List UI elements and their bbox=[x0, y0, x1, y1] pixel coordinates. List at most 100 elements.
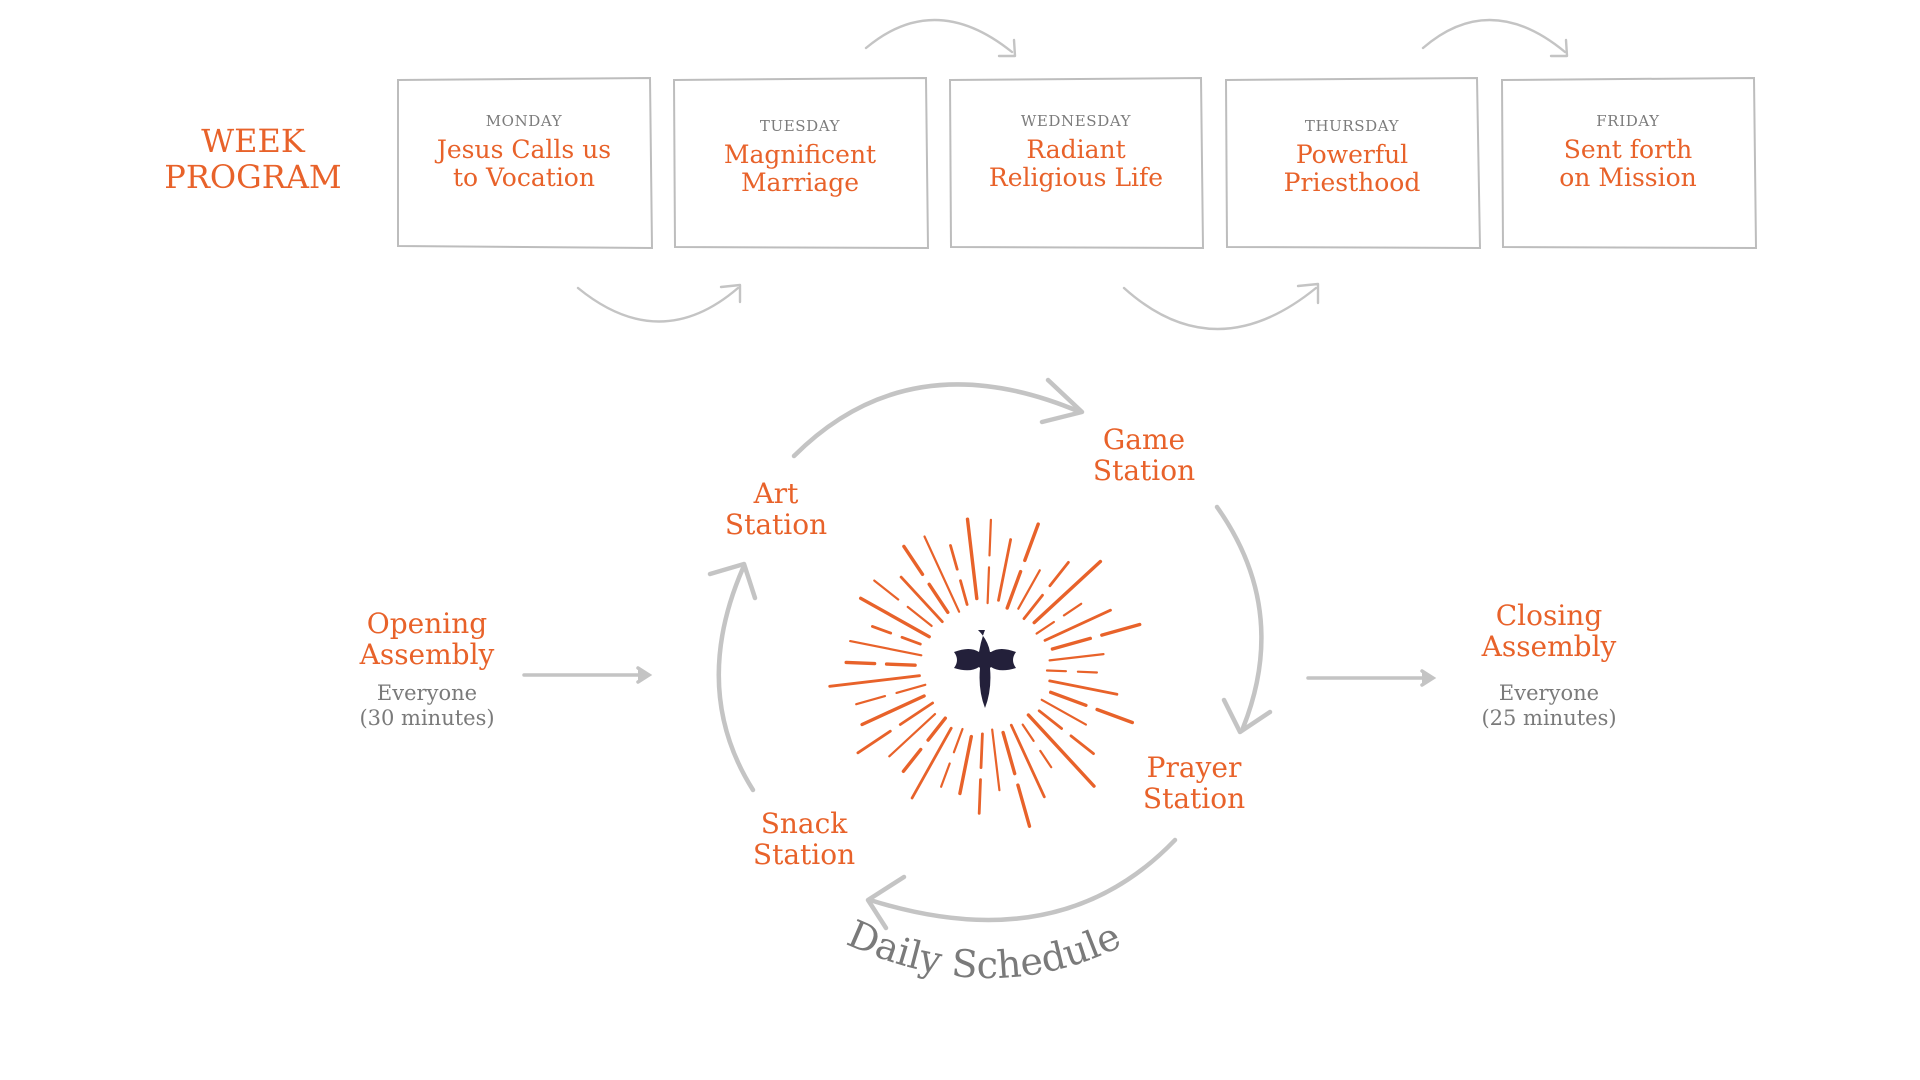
week-program-title: WEEK PROGRAM bbox=[164, 122, 342, 196]
closing-note-line-1: Everyone bbox=[1498, 680, 1600, 705]
cycle-arc-art-to-game bbox=[791, 382, 1083, 459]
closing-assembly-note: Everyone (25 minutes) bbox=[1481, 681, 1616, 731]
sunburst-ray bbox=[1032, 559, 1103, 625]
sunburst-ray bbox=[855, 694, 887, 706]
sunburst-ray bbox=[1039, 749, 1053, 769]
sunburst-ray bbox=[871, 625, 893, 635]
sunburst-ray bbox=[991, 728, 1001, 792]
sunburst-ray bbox=[1069, 734, 1095, 755]
sunburst-ray bbox=[895, 683, 927, 695]
sunburst-ray bbox=[977, 778, 982, 815]
sunburst-ray bbox=[1022, 593, 1044, 620]
sunburst-ray bbox=[997, 538, 1012, 602]
day-name-tuesday: TUESDAY bbox=[759, 117, 841, 135]
sunburst-ray bbox=[1026, 713, 1096, 788]
cycle-arrowhead-snack bbox=[865, 874, 907, 931]
arrow-monday-to-tuesday bbox=[576, 286, 740, 323]
day-card-tuesday: TUESDAY Magnificent Marriage bbox=[724, 118, 876, 197]
sunburst-ray bbox=[927, 582, 950, 614]
sunburst-ray bbox=[1048, 561, 1070, 588]
sunburst-ray bbox=[1009, 723, 1046, 799]
day-theme-tuesday-line-1: Magnificent bbox=[723, 139, 877, 169]
sunburst-ray bbox=[1050, 636, 1093, 651]
sunburst-ray bbox=[959, 579, 969, 606]
sunburst-ray bbox=[1005, 569, 1023, 610]
day-card-monday: MONDAY Jesus Calls us to Vocation bbox=[437, 113, 611, 192]
arrow-wednesday-to-thursday bbox=[1122, 286, 1318, 331]
day-theme-thursday-line-2: Priesthood bbox=[1283, 167, 1421, 197]
sunburst-ray bbox=[856, 729, 892, 755]
game-station-line-1: Game bbox=[1102, 423, 1186, 456]
arrow-tuesday-to-wednesday bbox=[864, 18, 1014, 54]
day-box-thursday bbox=[1224, 76, 1482, 250]
sunburst-ray bbox=[1100, 622, 1142, 637]
opening-assembly-title: Opening Assembly bbox=[359, 607, 495, 672]
opening-arrowhead bbox=[636, 666, 653, 684]
sunburst-ray bbox=[986, 566, 991, 605]
opening-title-line-1: Opening bbox=[366, 607, 488, 640]
sunburst-ray bbox=[1016, 783, 1032, 828]
sunburst-ray bbox=[1040, 698, 1088, 726]
sunburst-ray bbox=[1095, 707, 1135, 725]
day-box-tuesday bbox=[672, 76, 930, 250]
day-theme-friday-line-1: Sent forth bbox=[1563, 134, 1693, 164]
sunburst-ray bbox=[884, 662, 917, 667]
sunburst-ray bbox=[1048, 690, 1088, 707]
day-card-thursday: THURSDAY Powerful Priesthood bbox=[1284, 118, 1421, 197]
arrow-thursday-to-friday bbox=[1421, 18, 1567, 54]
sunburst-ray bbox=[1043, 608, 1112, 642]
game-station-line-2: Station bbox=[1092, 454, 1196, 488]
art-station-label: Art Station bbox=[725, 478, 827, 541]
day-theme-tuesday-line-2: Marriage bbox=[740, 167, 860, 197]
day-theme-monday-line-2: to Vocation bbox=[453, 162, 595, 192]
opening-assembly: Opening Assembly Everyone (30 minutes) bbox=[359, 608, 494, 731]
day-theme-friday: Sent forth on Mission bbox=[1559, 134, 1697, 192]
closing-note-line-2: (25 minutes) bbox=[1481, 705, 1617, 730]
day-name-friday: FRIDAY bbox=[1596, 112, 1660, 130]
assembly-arrows bbox=[522, 666, 1437, 687]
sunburst-ray bbox=[926, 716, 947, 742]
cycle-arc-prayer-to-snack bbox=[867, 837, 1178, 923]
arrow-head-wednesday-to-thursday bbox=[1296, 282, 1320, 305]
day-theme-monday: Jesus Calls us to Vocation bbox=[437, 135, 611, 192]
day-box-monday bbox=[397, 76, 654, 250]
sunburst-ray bbox=[1076, 670, 1099, 674]
prayer-station-line-2: Station bbox=[1142, 782, 1246, 816]
sunburst-ray bbox=[988, 518, 993, 557]
day-theme-wednesday: Radiant Religious Life bbox=[989, 135, 1163, 192]
week-title-line-2: PROGRAM bbox=[164, 157, 342, 196]
cycle-arrowhead-prayer bbox=[1221, 697, 1273, 735]
sunburst-ray bbox=[828, 674, 921, 688]
day-card-friday: FRIDAY Sent forth on Mission bbox=[1559, 113, 1697, 192]
day-name-thursday: THURSDAY bbox=[1304, 117, 1400, 135]
snack-station-line-1: Snack bbox=[760, 807, 848, 840]
sunburst-ray bbox=[1037, 709, 1063, 730]
sunburst-ray bbox=[898, 701, 934, 726]
sunburst-ray bbox=[965, 517, 979, 601]
sunburst-ray bbox=[952, 727, 964, 754]
sunburst-ray bbox=[979, 732, 984, 769]
closing-title-line-1: Closing bbox=[1495, 599, 1603, 632]
sunburst-ray bbox=[958, 734, 973, 796]
sunburst-icon bbox=[828, 517, 1142, 828]
day-name-monday: MONDAY bbox=[485, 112, 563, 130]
week-title-line-1: WEEK bbox=[201, 122, 305, 160]
sunburst-ray bbox=[888, 712, 937, 758]
closing-assembly-title: Closing Assembly bbox=[1481, 599, 1617, 663]
sunburst-ray bbox=[902, 544, 925, 576]
daily-cycle-arrows bbox=[707, 377, 1273, 931]
prayer-station-line-1: Prayer bbox=[1146, 751, 1242, 784]
sunburst-ray bbox=[859, 596, 931, 639]
arrow-head-monday-to-tuesday bbox=[719, 283, 742, 304]
cycle-arc-game-to-prayer bbox=[1214, 504, 1264, 731]
snack-station-label: Snack Station bbox=[753, 808, 855, 871]
daily-schedule-label: Daily Schedule bbox=[841, 911, 1127, 987]
sunburst-ray bbox=[844, 660, 877, 666]
opening-note-line-2: (30 minutes) bbox=[359, 705, 495, 730]
art-station-line-1: Art bbox=[753, 477, 799, 510]
sunburst-ray bbox=[1048, 679, 1119, 696]
day-card-wednesday: WEDNESDAY Radiant Religious Life bbox=[989, 113, 1163, 192]
opening-title-line-2: Assembly bbox=[359, 638, 495, 672]
week-boxes bbox=[397, 76, 1758, 250]
opening-assembly-note: Everyone (30 minutes) bbox=[359, 681, 494, 731]
